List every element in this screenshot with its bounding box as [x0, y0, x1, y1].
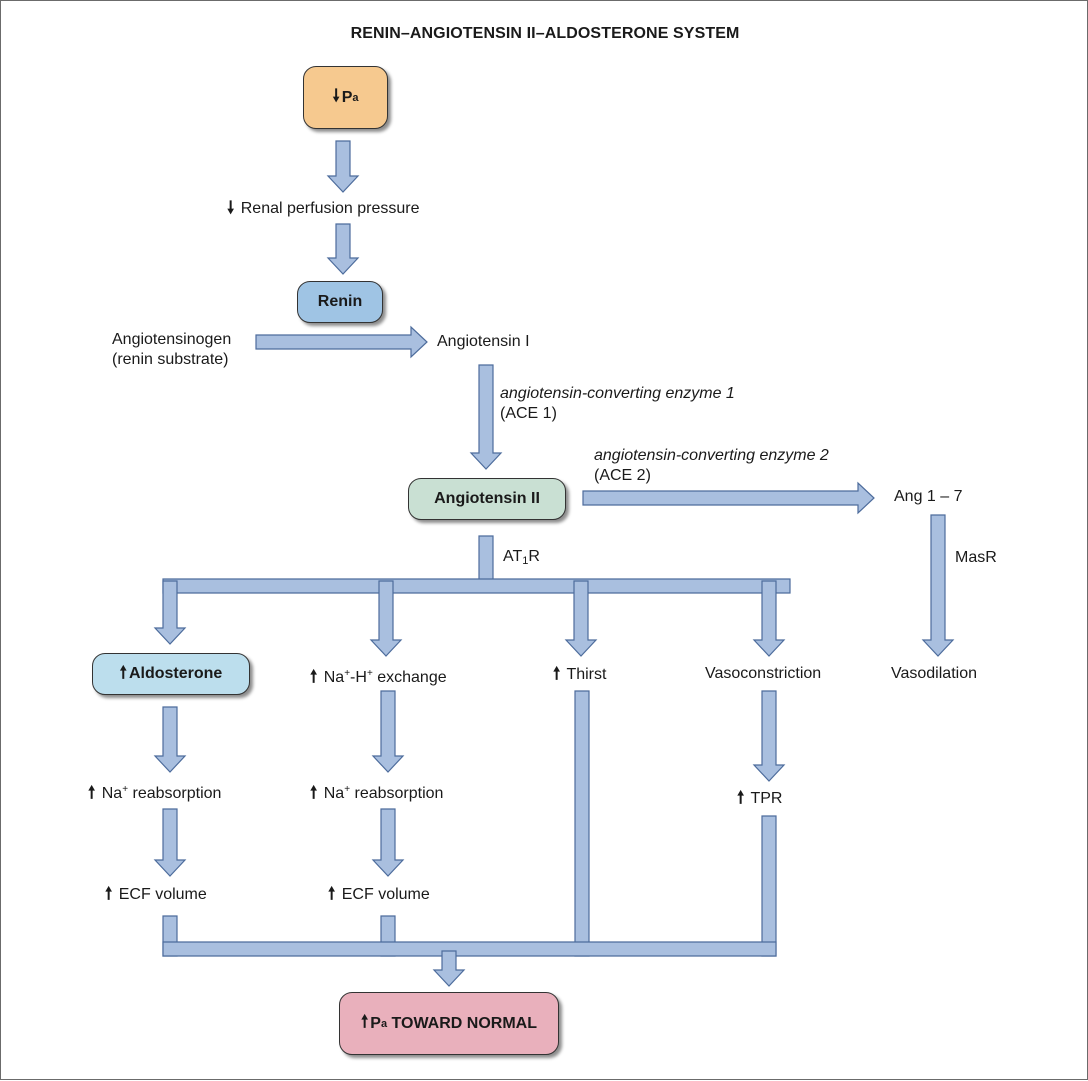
down-arrow-icon: 🠗 [227, 198, 235, 217]
arrow-na-reabs-to-ecf-2 [371, 808, 405, 877]
down-arrow-icon: 🠗 [332, 86, 340, 105]
angiotensin-ii-box: Angiotensin II [408, 478, 566, 520]
up-arrow-icon: 🠕 [310, 783, 318, 802]
arrow-vasoconstriction-to-tpr [752, 690, 786, 782]
diagram-title: RENIN–ANGIOTENSIN II–ALDOSTERONE SYSTEM [350, 25, 740, 42]
collector-bus [162, 941, 777, 957]
arrow-to-thirst [564, 580, 598, 657]
collector-thirst [574, 690, 590, 957]
up-arrow-icon: 🠕 [119, 662, 127, 682]
angiotensin-i-label: Angiotensin I [437, 333, 530, 350]
na-reabsorption-label-2: 🠕 Na+ reabsorption [310, 783, 444, 802]
up-arrow-icon: 🠕 [737, 788, 745, 807]
renin-box: Renin [297, 281, 383, 323]
pa-symbol: P [341, 88, 353, 106]
up-arrow-icon: 🠕 [310, 667, 318, 686]
ang-1-7-label: Ang 1 – 7 [894, 488, 963, 505]
up-arrow-icon: 🠕 [105, 884, 113, 903]
na-h-exchange-label: 🠕 Na+-H+ exchange [310, 667, 447, 686]
aldosterone-box: 🠕 Aldosterone [92, 653, 250, 695]
ecf-volume-label-2: 🠕 ECF volume [328, 884, 430, 903]
angiotensinogen-label: Angiotensinogen (renin substrate) [112, 331, 232, 368]
pa-subscript: a [352, 91, 359, 104]
masr-label: MasR [955, 549, 997, 566]
arrow-to-na-h-exchange [369, 580, 403, 657]
collector-tpr [761, 815, 777, 957]
ecf-volume-label-1: 🠕 ECF volume [105, 884, 207, 903]
renal-perfusion-label: 🠗 Renal perfusion pressure [227, 198, 420, 217]
up-arrow-icon: 🠕 [328, 884, 336, 903]
arrow-ace2 [582, 481, 875, 515]
arrow-to-vasoconstriction [752, 580, 786, 657]
ace2-label: angiotensin-converting enzyme 2 (ACE 2) [594, 447, 829, 484]
arrow-ace1 [469, 364, 503, 470]
tpr-label: 🠕 TPR [737, 788, 783, 807]
vasoconstriction-label: Vasoconstriction [705, 665, 822, 682]
up-arrow-icon: 🠕 [360, 1012, 369, 1031]
na-reabsorption-label-1: 🠕 Na+ reabsorption [88, 783, 222, 802]
arrow-aldosterone-to-na-reabs [153, 706, 187, 773]
at1r-branch-bus [162, 578, 791, 594]
up-arrow-icon: 🠕 [553, 664, 561, 683]
arrow-angiotensinogen-to-angiotensin-i [255, 325, 428, 359]
arrow-pa-to-perfusion [326, 140, 360, 193]
at1r-label: AT1R [503, 548, 540, 567]
arrow-to-pa-normal [432, 950, 466, 987]
arrow-to-aldosterone [153, 580, 187, 645]
up-arrow-icon: 🠕 [88, 783, 96, 802]
arrow-na-reabs-to-ecf-1 [153, 808, 187, 877]
vasodilation-label: Vasodilation [891, 665, 977, 682]
arrow-na-h-to-na-reabs [371, 690, 405, 773]
thirst-label: 🠕 Thirst [553, 664, 607, 683]
ace1-label: angiotensin-converting enzyme 1 (ACE 1) [500, 385, 735, 422]
arrow-perfusion-to-renin [326, 223, 360, 275]
arrow-masr [921, 514, 955, 657]
